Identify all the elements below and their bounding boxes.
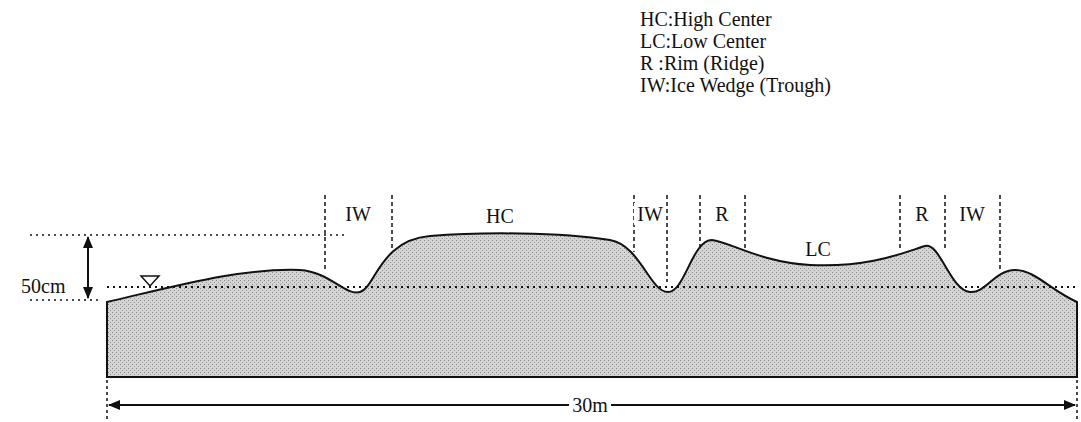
dim-arrow bbox=[87, 258, 89, 275]
zone-label: IW bbox=[956, 203, 988, 225]
dim-arrow bbox=[87, 275, 89, 298]
dim-line bbox=[30, 234, 345, 236]
dimension-label: 50cm bbox=[18, 275, 68, 297]
legend-line: R :Rim (Ridge) bbox=[640, 52, 764, 74]
legend-line: HC:High Center bbox=[640, 8, 772, 30]
legend-line: IW:Ice Wedge (Trough) bbox=[640, 74, 831, 96]
water-symbol bbox=[141, 276, 159, 286]
dimension-label: 30m bbox=[569, 394, 611, 416]
dim-arrow bbox=[87, 237, 89, 258]
zone-label: IW bbox=[634, 203, 666, 225]
dim-line bbox=[30, 299, 100, 301]
ground-profile bbox=[107, 233, 1077, 377]
zone-label: R bbox=[712, 203, 731, 225]
zone-label: IW bbox=[342, 203, 374, 225]
legend-line: LC:Low Center bbox=[640, 30, 766, 52]
dim-arrow bbox=[590, 404, 1075, 406]
dim-line bbox=[106, 380, 108, 420]
dim-line bbox=[1076, 380, 1078, 420]
dim-arrow bbox=[109, 404, 590, 406]
zone-label: R bbox=[912, 203, 931, 225]
zone-label: LC bbox=[805, 238, 831, 260]
zone-boundaries bbox=[325, 195, 1000, 282]
zone-label: HC bbox=[486, 205, 514, 227]
water-table bbox=[107, 286, 1077, 288]
